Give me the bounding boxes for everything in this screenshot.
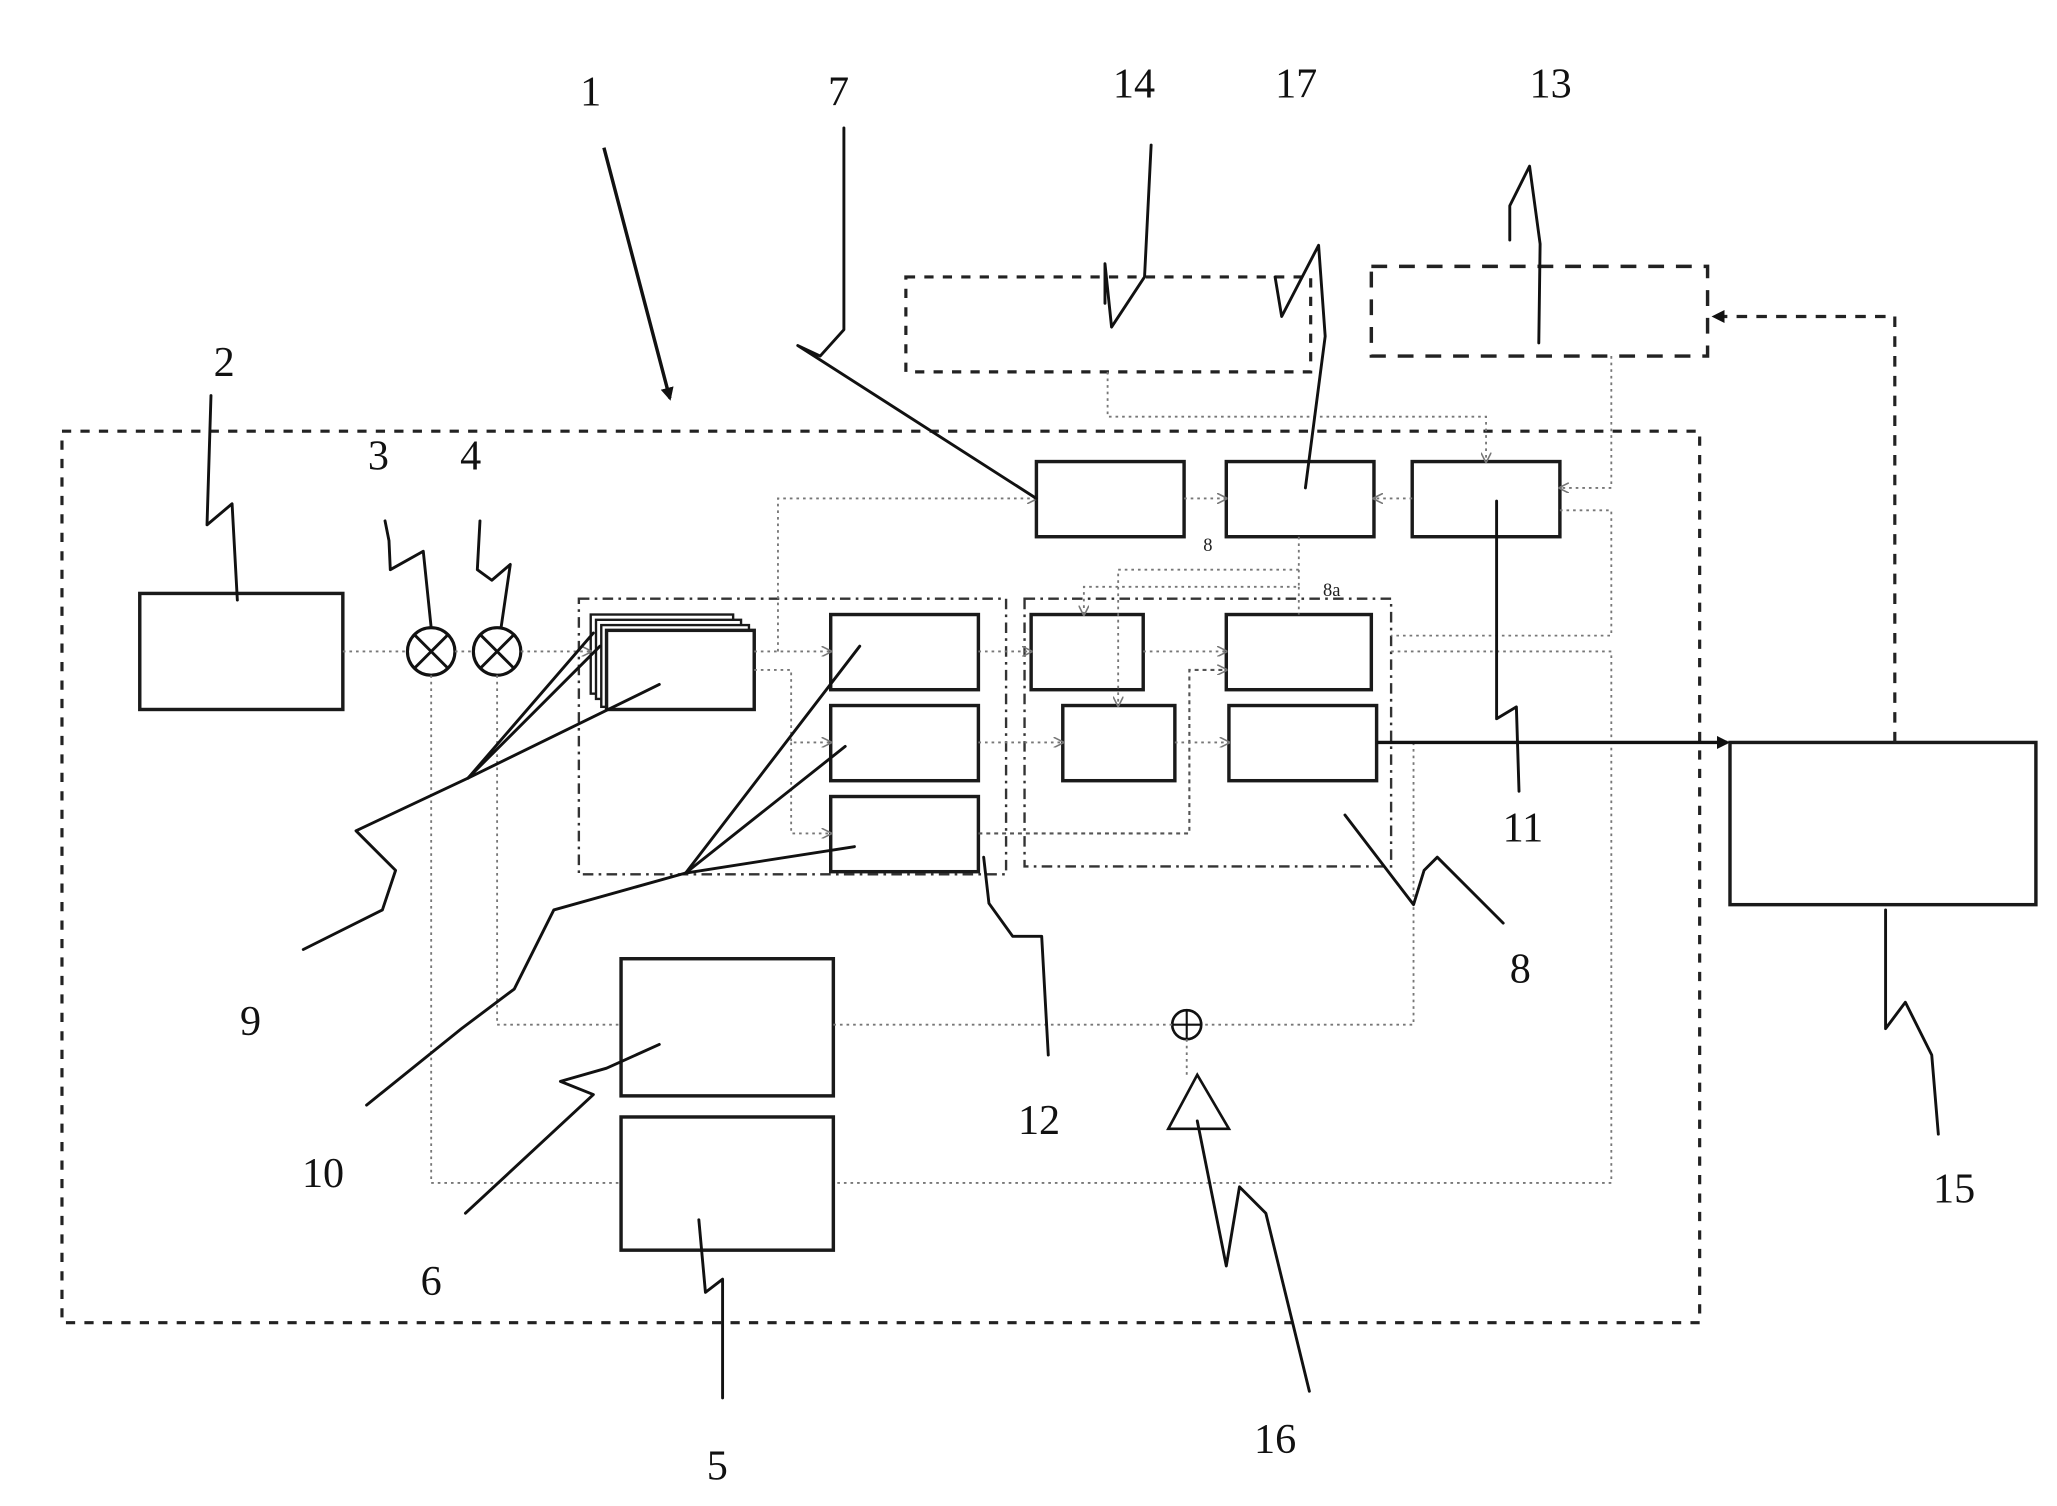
label-11: 11	[1503, 804, 1544, 851]
label-13: 13	[1530, 61, 1572, 108]
leader-lines	[205, 126, 1940, 1400]
block-12	[828, 794, 981, 874]
connections	[342, 356, 1613, 1184]
label-8-small: 8	[1203, 535, 1212, 555]
label-15: 15	[1933, 1166, 1975, 1213]
label-17: 17	[1275, 61, 1317, 108]
group-8	[1023, 597, 1393, 868]
sensor-16-icon	[1166, 1008, 1232, 1131]
label-4: 4	[460, 432, 481, 479]
label-1: 1	[580, 68, 601, 115]
block-15	[1728, 740, 2038, 907]
label-8a: 8a	[1323, 580, 1340, 600]
label-9: 9	[240, 998, 261, 1045]
block-8-4	[1227, 703, 1379, 783]
system-boundary-1	[60, 429, 1702, 1325]
block-6	[619, 957, 836, 1098]
valve-4-icon	[471, 626, 523, 677]
block-5	[619, 1115, 836, 1252]
label-12: 12	[1018, 1097, 1060, 1144]
label-6: 6	[421, 1258, 442, 1305]
group-10	[577, 597, 1008, 876]
block-8-1	[1029, 612, 1145, 692]
label-16: 16	[1254, 1416, 1296, 1463]
block-8-2	[1224, 612, 1374, 692]
block-7	[1034, 459, 1186, 539]
feedback-arrow	[1711, 309, 1897, 743]
label-14: 14	[1113, 61, 1155, 108]
label-2: 2	[214, 339, 235, 386]
block-17	[1224, 459, 1376, 539]
block-10a	[828, 612, 981, 692]
label-8: 8	[1510, 945, 1531, 992]
system-pointer-arrow	[602, 147, 674, 401]
label-3: 3	[368, 432, 389, 479]
block-10b	[828, 703, 981, 783]
block-11	[1410, 459, 1562, 539]
block-8-3	[1061, 703, 1177, 783]
label-7: 7	[828, 68, 849, 115]
label-5: 5	[707, 1443, 728, 1490]
stacked-blocks-9	[589, 613, 756, 712]
label-10: 10	[302, 1150, 344, 1197]
block-2	[138, 591, 345, 712]
valve-3-icon	[405, 626, 457, 677]
